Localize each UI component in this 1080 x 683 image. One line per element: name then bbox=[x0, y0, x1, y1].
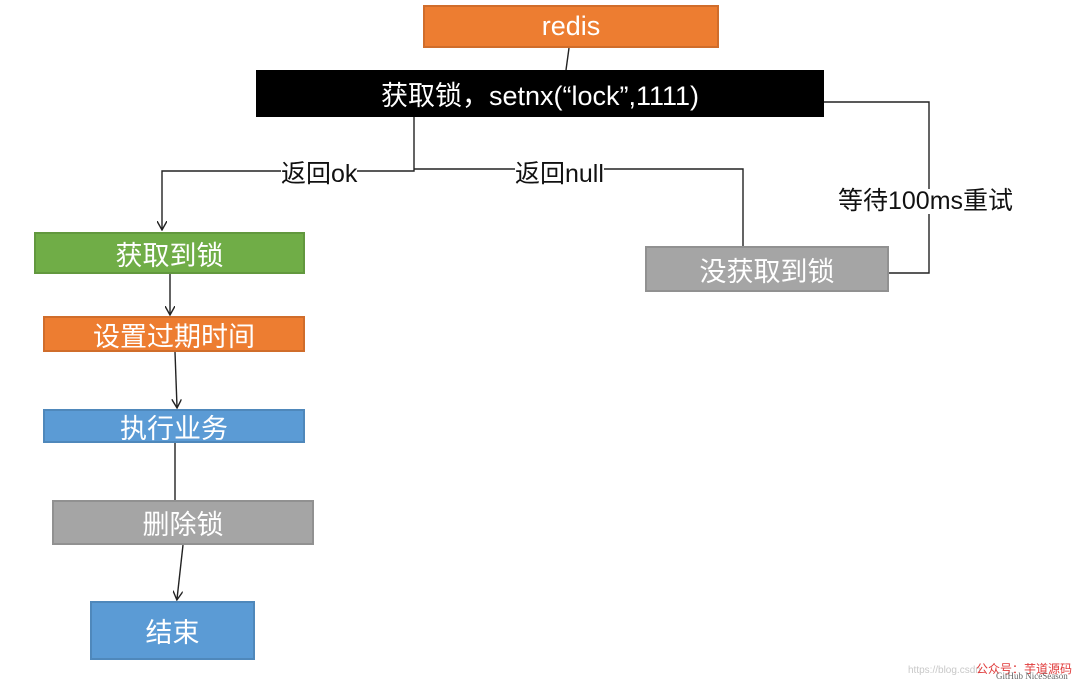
node-set-expire: 设置过期时间 bbox=[43, 316, 305, 352]
watermark-wechat: 公众号：芋道源码 bbox=[976, 662, 1073, 676]
label-retry: 等待100ms重试 bbox=[838, 187, 1014, 215]
edge-redis-to-acquire bbox=[565, 47, 570, 71]
watermark-github: GitHub NiceSeason bbox=[996, 671, 1068, 681]
edge-expire-to-business bbox=[175, 351, 177, 407]
edge-delete-to-end bbox=[177, 544, 184, 599]
node-acquire-lock: 获取锁，setnx(“lock”,1111) bbox=[256, 70, 824, 117]
node-do-business: 执行业务 bbox=[43, 409, 305, 444]
node-got-lock: 获取到锁 bbox=[34, 232, 305, 274]
node-end: 结束 bbox=[90, 601, 255, 660]
label-return-null: 返回null bbox=[515, 160, 604, 188]
node-no-lock: 没获取到锁 bbox=[645, 246, 889, 292]
node-redis: redis bbox=[423, 5, 719, 48]
edge-retry bbox=[824, 101, 930, 274]
node-delete-lock: 删除锁 bbox=[52, 500, 314, 545]
watermark-url: https://blog.csdn bbox=[908, 665, 981, 676]
label-return-ok: 返回ok bbox=[281, 160, 358, 188]
